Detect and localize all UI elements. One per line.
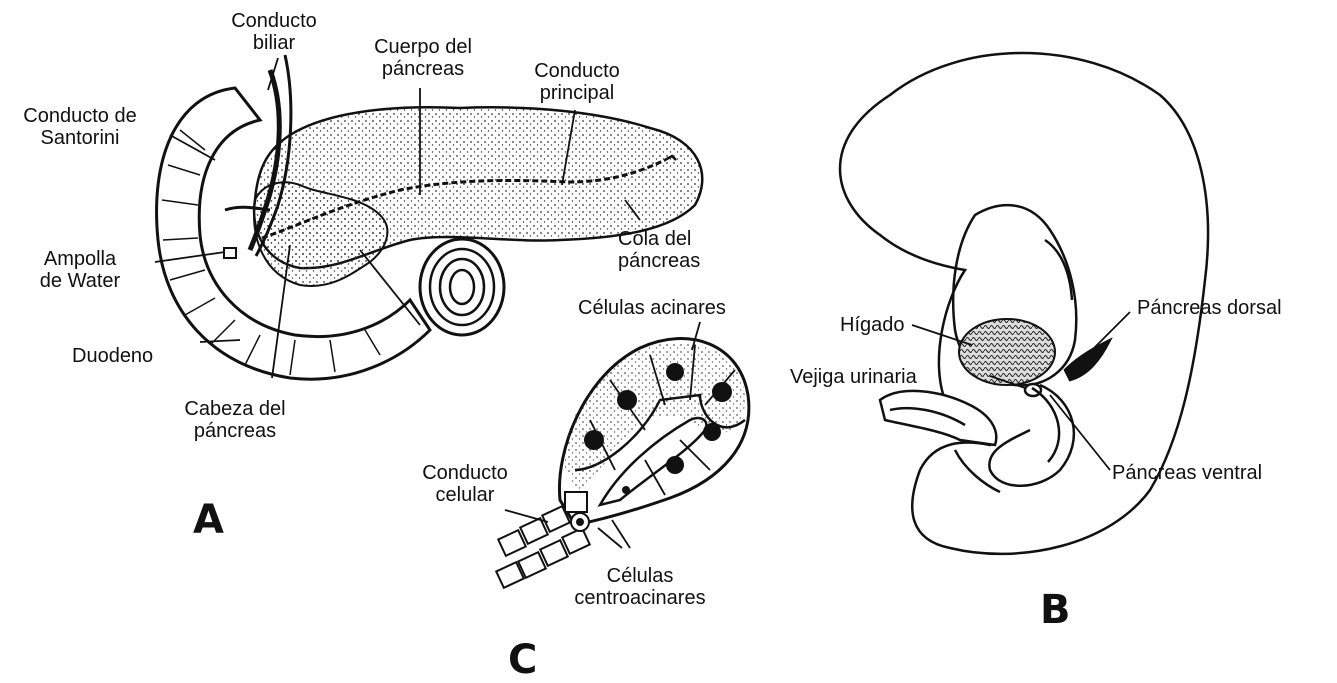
label-conducto-celular-line1: Conducto xyxy=(410,462,520,484)
label-cuerpo-line1: Cuerpo del xyxy=(358,36,488,58)
label-centroacinares: Células centroacinares xyxy=(560,565,720,609)
label-centroacinares-line2: centroacinares xyxy=(560,587,720,609)
higado-shape xyxy=(959,319,1055,385)
label-cabeza-pancreas: Cabeza del páncreas xyxy=(160,398,310,442)
label-duodeno: Duodeno xyxy=(72,345,153,367)
pancreas-dorsal-shape xyxy=(1065,340,1110,380)
jejuno-coil xyxy=(420,239,504,335)
vejiga-shape xyxy=(880,391,996,445)
panel-label-b: B xyxy=(1040,590,1071,630)
label-pancreas-ventral: Páncreas ventral xyxy=(1112,462,1262,484)
label-pancreas-dorsal: Páncreas dorsal xyxy=(1137,297,1282,319)
label-santorini-line1: Conducto de xyxy=(0,105,160,127)
label-centroacinares-line1: Células xyxy=(560,565,720,587)
label-cuerpo-line2: páncreas xyxy=(358,58,488,80)
label-conducto-celular-line2: celular xyxy=(410,484,520,506)
label-cabeza-line1: Cabeza del xyxy=(160,398,310,420)
label-conducto-principal-line2: principal xyxy=(522,82,632,104)
label-celulas-acinares: Células acinares xyxy=(578,297,726,319)
panel-label-c: C xyxy=(508,640,537,680)
label-higado: Hígado xyxy=(840,314,905,336)
label-ampolla-line1: Ampolla xyxy=(20,248,140,270)
santorini-duct xyxy=(225,207,270,210)
label-cola-pancreas: Cola del páncreas xyxy=(618,228,700,272)
label-conducto-principal-line1: Conducto xyxy=(522,60,632,82)
label-ampolla-line2: de Water xyxy=(20,270,140,292)
label-conducto-biliar: Conducto biliar xyxy=(214,10,334,54)
label-cabeza-line2: páncreas xyxy=(160,420,310,442)
label-conducto-biliar-line1: Conducto xyxy=(214,10,334,32)
label-ampolla: Ampolla de Water xyxy=(20,248,140,292)
label-santorini-line2: Santorini xyxy=(0,127,160,149)
panel-label-a: A xyxy=(193,500,224,540)
label-conducto-celular: Conducto celular xyxy=(410,462,520,506)
label-cuerpo-pancreas: Cuerpo del páncreas xyxy=(358,36,488,80)
label-cola-line2: páncreas xyxy=(618,250,700,272)
label-cola-line1: Cola del xyxy=(618,228,700,250)
gut-tube xyxy=(989,385,1074,486)
label-conducto-principal: Conducto principal xyxy=(522,60,632,104)
label-santorini: Conducto de Santorini xyxy=(0,105,160,149)
label-vejiga-urinaria: Vejiga urinaria xyxy=(790,366,917,388)
acinus-drawing xyxy=(496,322,749,588)
label-conducto-biliar-line2: biliar xyxy=(214,32,334,54)
